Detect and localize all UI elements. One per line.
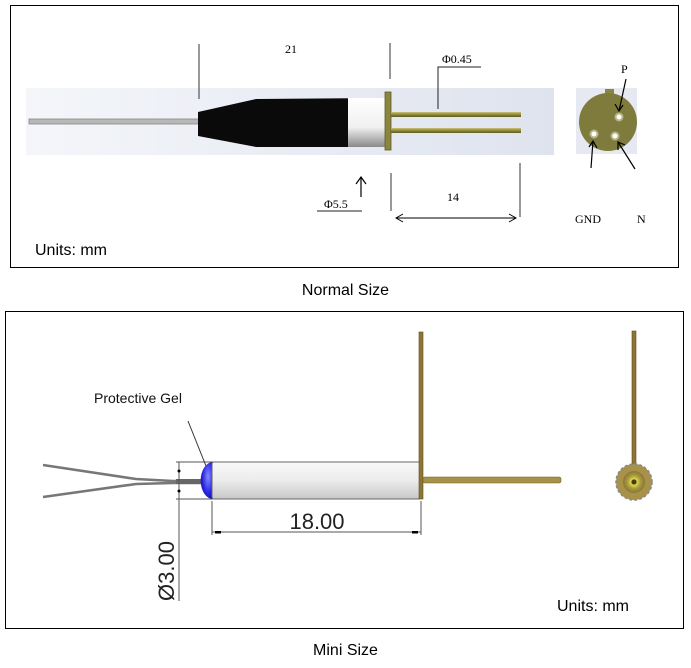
gel-callout: Protective Gel	[94, 390, 182, 406]
end-view-header	[579, 93, 637, 151]
end-view-pin	[631, 330, 637, 472]
pin-hole-n	[610, 131, 620, 141]
pin-vertical	[418, 331, 424, 500]
mini-body	[211, 461, 422, 500]
dim-diameter: Ø3.00	[154, 541, 179, 601]
normal-size-drawing: 21 Φ0.45 Φ5.5 14 P GND N	[26, 42, 646, 226]
fiber-stub	[176, 479, 208, 484]
black-body	[198, 98, 388, 147]
fiber-lead	[28, 118, 200, 125]
mini-size-panel: Ø3.00 Protective Gel 18.00 Units: mm	[5, 311, 684, 629]
normal-size-caption: Normal Size	[301, 282, 390, 299]
pin-diameter-leader	[437, 66, 481, 109]
dim-total-length: 21	[285, 42, 297, 56]
pin-horizontal	[422, 476, 562, 484]
pin-bottom	[391, 128, 521, 133]
pin-top	[391, 112, 521, 117]
normal-size-panel: 21 Φ0.45 Φ5.5 14 P GND N Units:	[10, 5, 679, 268]
dim-pin-diameter: Φ0.45	[442, 52, 472, 66]
pin-hole-p	[614, 112, 624, 122]
header-flange	[384, 91, 392, 151]
wire-lower	[42, 481, 206, 499]
mini-size-caption: Mini Size	[313, 642, 378, 659]
units-label: Units: mm	[557, 598, 629, 615]
pin-label-n: N	[637, 212, 646, 226]
arrow-gnd	[590, 140, 594, 169]
header-tab	[605, 89, 614, 97]
dim-pin-length: 14	[447, 190, 459, 204]
wire-upper	[42, 463, 206, 483]
protective-gel	[200, 462, 213, 499]
pin-hole-gnd	[589, 129, 599, 139]
white-cap	[348, 98, 386, 147]
mini-size-drawing: Ø3.00 Protective Gel 18.00	[42, 330, 653, 601]
arrow-p	[618, 78, 627, 112]
arrow-n	[617, 141, 636, 170]
gel-leader	[187, 420, 207, 467]
dim-length: 18.00	[289, 509, 344, 534]
dim-body-diameter: Φ5.5	[324, 197, 348, 211]
pin-label-gnd: GND	[575, 212, 601, 226]
units-label: Units: mm	[35, 242, 107, 259]
pin-label-p: P	[621, 62, 628, 76]
